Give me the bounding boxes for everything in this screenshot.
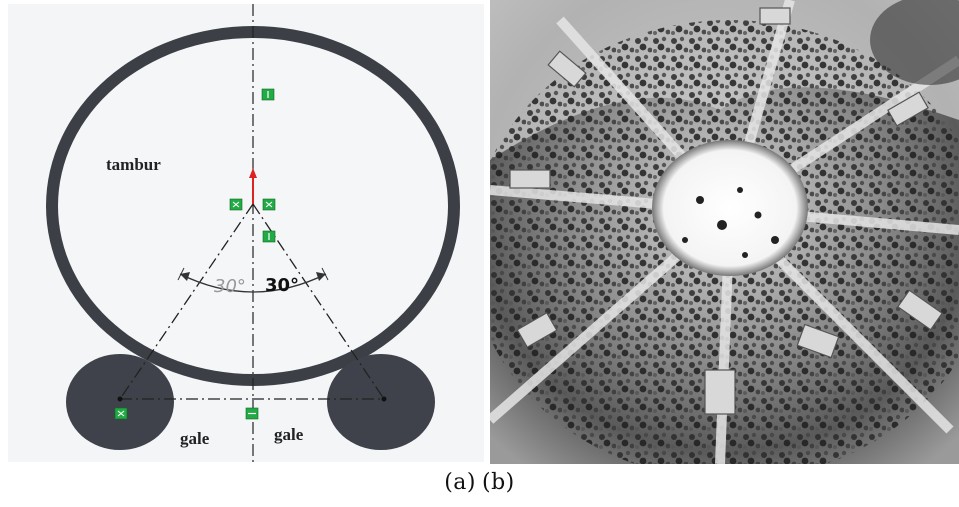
dark-shading — [870, 0, 959, 85]
drum-label: tambur — [106, 155, 161, 174]
angle-label-left: 30° — [214, 276, 246, 297]
roller-label-left: gale — [180, 429, 210, 448]
left-angle-line — [119, 203, 254, 400]
angle-arc — [179, 273, 327, 293]
right-roller — [327, 354, 435, 450]
lifter-plates — [509, 7, 943, 415]
caption-label-b: (b) — [482, 470, 515, 495]
caption-label-a: (a) — [444, 470, 477, 495]
arc-tick-right — [321, 267, 329, 281]
figure-caption: (a)(b) — [0, 470, 959, 495]
red-arrow-head — [249, 168, 257, 178]
roller-label-right: gale — [274, 425, 304, 444]
arc-arrow-left — [180, 272, 190, 281]
arc-arrow-right — [316, 272, 326, 281]
marker-glyph — [117, 410, 125, 417]
angle-label-right: 30° — [265, 275, 299, 296]
right-roller-center — [381, 396, 387, 402]
left-roller-center — [117, 396, 123, 402]
left-roller — [66, 354, 174, 450]
drum-opening — [652, 140, 808, 276]
marker-glyph — [265, 201, 273, 208]
drum-schematic: tambur 30° 30° gale gale — [8, 4, 484, 462]
marker-glyph — [232, 201, 240, 208]
center-particles — [682, 187, 779, 258]
arc-tick-left — [177, 267, 185, 281]
drum-interior-photo — [490, 0, 959, 464]
